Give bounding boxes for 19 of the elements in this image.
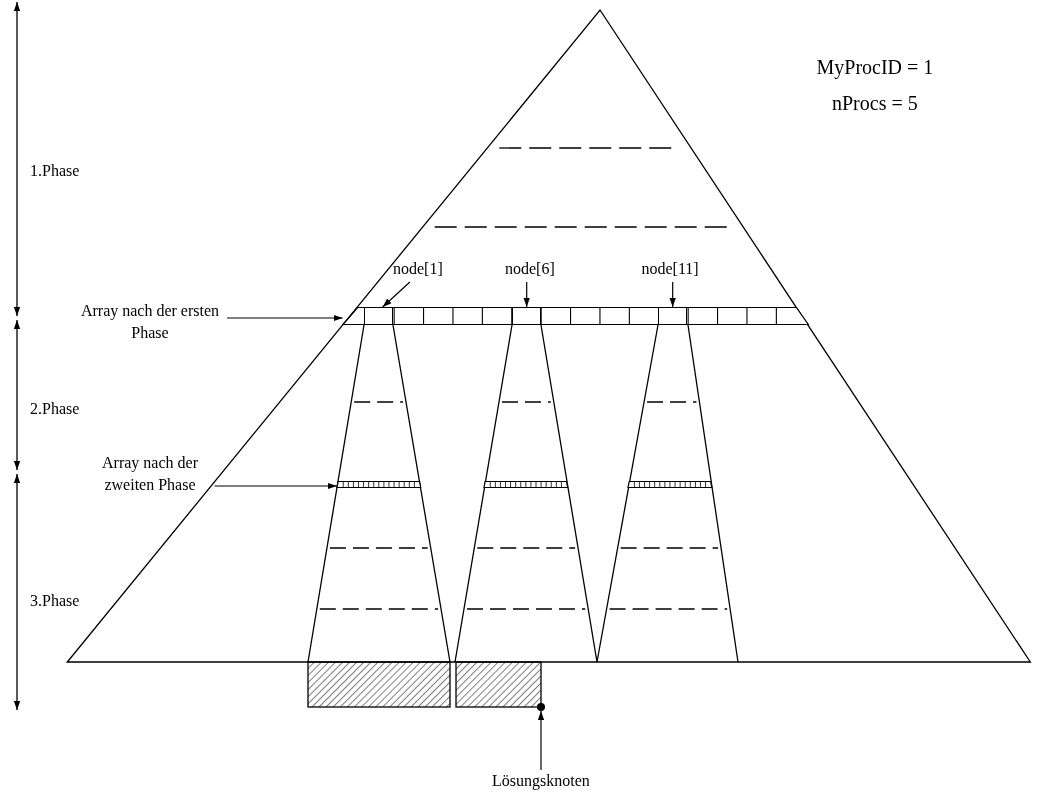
node-label: node[6]	[505, 258, 555, 280]
node-label: node[1]	[393, 258, 443, 280]
solution-label: Lösungsknoten	[492, 770, 590, 792]
array-bar	[336, 481, 421, 488]
solution-dot	[537, 703, 545, 711]
array-cell	[512, 307, 542, 325]
array-label: Array nach der ersten Phase	[75, 300, 225, 344]
array-bar	[628, 481, 713, 488]
phase-label: 3.Phase	[30, 591, 80, 611]
array-bar	[484, 481, 569, 488]
node-label: node[11]	[641, 258, 699, 280]
parameter-text: MyProcID = 1	[816, 56, 934, 78]
phase-label: 2.Phase	[30, 399, 80, 419]
array-bar	[342, 307, 808, 325]
array-cell	[364, 307, 394, 325]
parameter-text: nProcs = 5	[832, 92, 918, 114]
array-label: Array nach der zweiten Phase	[87, 452, 213, 496]
array-cell	[658, 307, 688, 325]
phase-label: 1.Phase	[30, 161, 80, 181]
